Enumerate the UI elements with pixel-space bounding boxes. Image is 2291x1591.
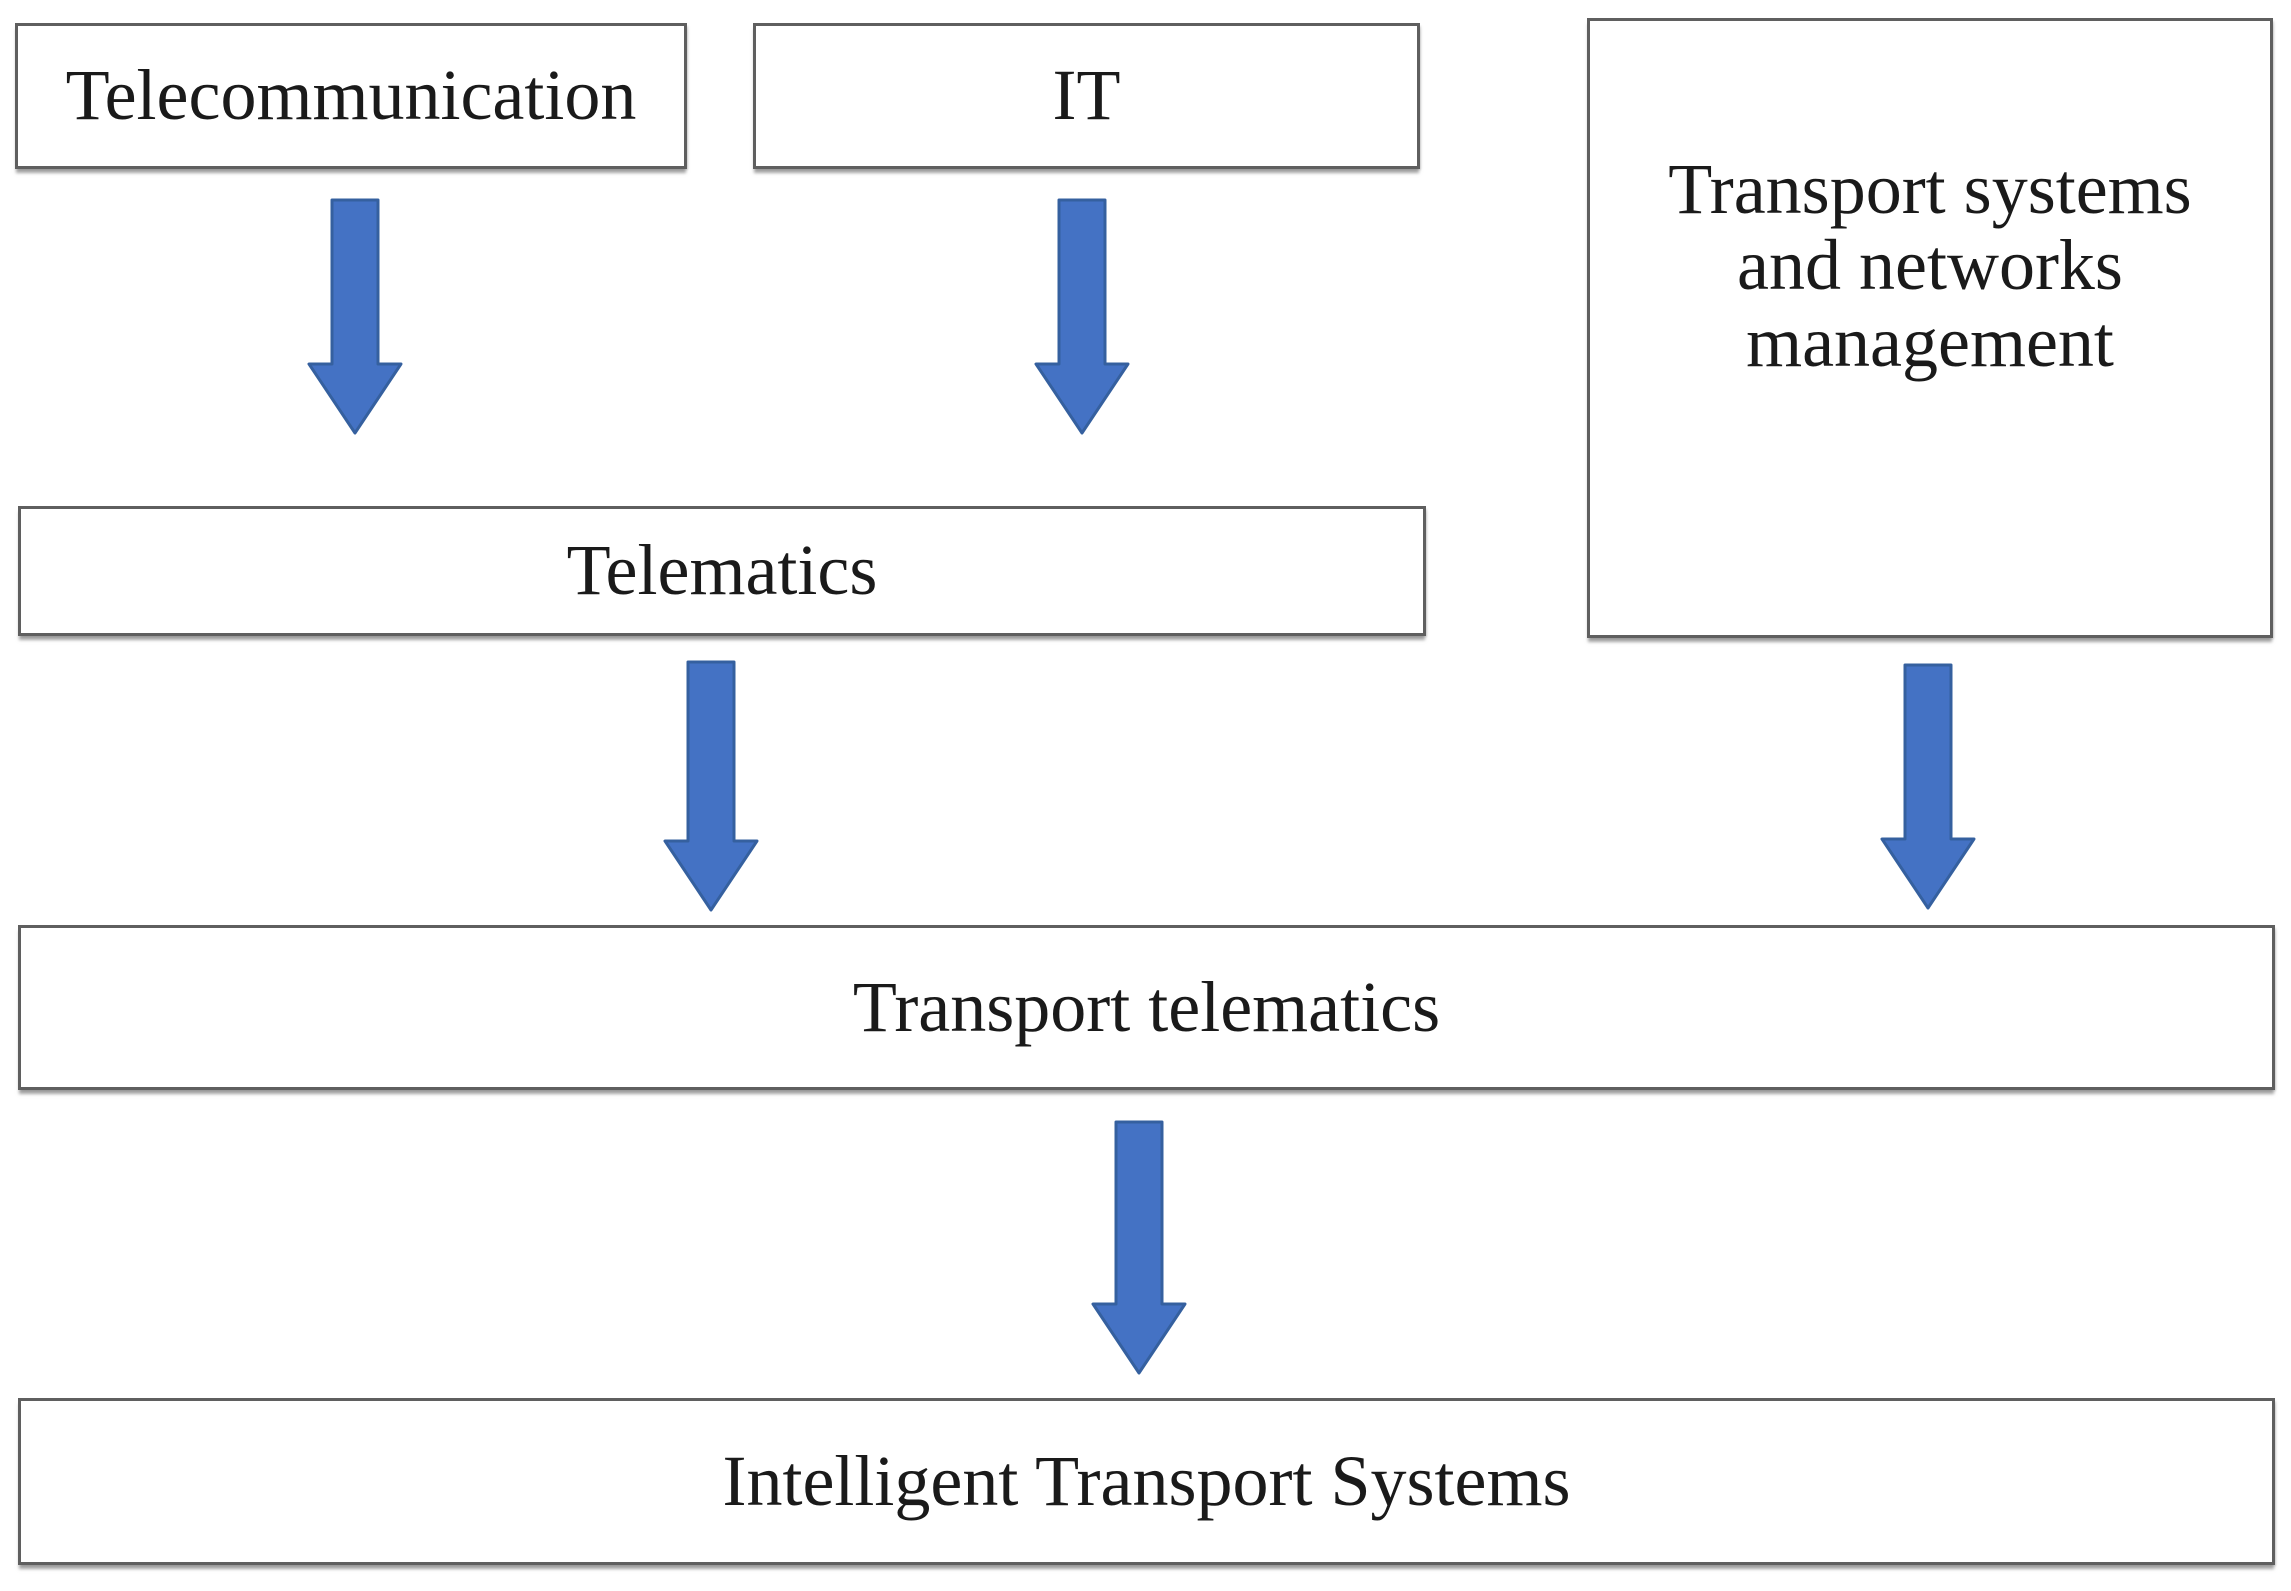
node-transport-telematics-label: Transport telematics — [852, 966, 1441, 1047]
node-transport-systems-label: Transport systems and networks managemen… — [1668, 151, 2191, 380]
node-transport-systems-line-2: and networks — [1737, 225, 2123, 306]
down-arrow-telematics-to-transport-telematics-icon — [663, 660, 759, 912]
node-intelligent-transport-systems: Intelligent Transport Systems — [18, 1398, 2275, 1565]
down-arrow-transport-systems-to-transport-telematics-icon — [1880, 663, 1976, 910]
down-arrow-transport-telematics-to-its-icon — [1091, 1120, 1187, 1375]
node-it-label: IT — [1052, 55, 1121, 136]
node-transport-systems: Transport systems and networks managemen… — [1587, 18, 2273, 638]
node-transport-telematics: Transport telematics — [18, 925, 2275, 1090]
down-arrow-telecommunication-to-telematics-icon — [307, 198, 403, 435]
node-transport-systems-line-3: management — [1746, 301, 2114, 382]
node-transport-systems-line-1: Transport systems — [1668, 149, 2192, 229]
node-telematics: Telematics — [18, 506, 1426, 636]
node-it: IT — [753, 23, 1420, 169]
node-telecommunication-label: Telecommunication — [65, 55, 637, 136]
node-telecommunication: Telecommunication — [15, 23, 687, 169]
node-telematics-label: Telematics — [566, 530, 878, 611]
node-intelligent-transport-systems-label: Intelligent Transport Systems — [722, 1440, 1571, 1521]
down-arrow-it-to-telematics-icon — [1034, 198, 1130, 435]
